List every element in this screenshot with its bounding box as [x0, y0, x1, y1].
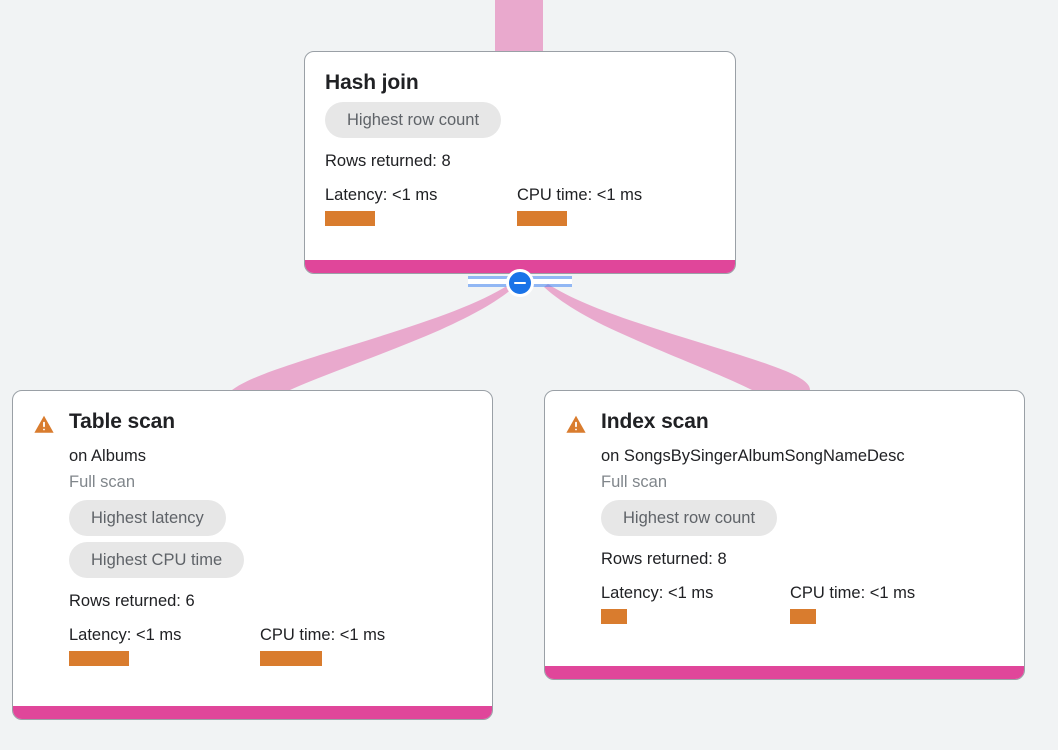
node-chip-row: Highest row count [325, 102, 715, 144]
metric-cpu-time: CPU time: <1 ms [260, 625, 385, 666]
node-chip-row: Highest latency Highest CPU time [69, 500, 472, 584]
node-card-body: Index scan on SongsBySingerAlbumSongName… [545, 391, 1024, 679]
node-header: Hash join Highest row count Rows returne… [325, 70, 715, 226]
metric-latency: Latency: <1 ms [69, 625, 260, 666]
node-card-hash-join[interactable]: Hash join Highest row count Rows returne… [304, 51, 736, 274]
node-metrics: Latency: <1 ms CPU time: <1 ms [325, 185, 715, 226]
metric-cpu-time-bar [260, 651, 322, 666]
metric-latency-label: Latency: <1 ms [69, 626, 182, 644]
node-subtitle: on SongsBySingerAlbumSongNameDesc [601, 447, 905, 465]
node-card-index-scan[interactable]: Index scan on SongsBySingerAlbumSongName… [544, 390, 1025, 680]
node-title: Hash join [325, 71, 419, 94]
rows-returned-label: Rows returned: 8 [601, 550, 727, 568]
rows-returned-label: Rows returned: 8 [325, 152, 451, 170]
badge-highest-cpu-time[interactable]: Highest CPU time [69, 542, 245, 578]
flow-edge-parent [495, 0, 543, 54]
collapse-minus-button[interactable] [506, 269, 534, 297]
metric-latency-label: Latency: <1 ms [601, 584, 714, 602]
flow-edge-to-index-scan [544, 284, 810, 390]
node-card-table-scan[interactable]: Table scan on Albums Full scan Highest l… [12, 390, 493, 720]
badge-highest-row-count[interactable]: Highest row count [325, 102, 502, 138]
node-accent-bar [545, 666, 1024, 679]
minus-icon [514, 281, 526, 285]
metric-cpu-time: CPU time: <1 ms [790, 583, 915, 624]
rows-returned-label: Rows returned: 6 [69, 592, 195, 610]
node-header: Table scan on Albums Full scan Highest l… [33, 409, 472, 666]
node-scan-type: Full scan [601, 473, 668, 491]
metric-latency: Latency: <1 ms [325, 185, 517, 226]
metric-latency-bar [325, 211, 375, 226]
metric-latency-label: Latency: <1 ms [325, 186, 438, 204]
warning-triangle-icon [33, 413, 55, 435]
node-chip-row: Highest row count [601, 500, 1004, 542]
node-metrics: Latency: <1 ms CPU time: <1 ms [601, 583, 1004, 624]
warning-triangle-icon [565, 413, 587, 435]
node-scan-type: Full scan [69, 473, 136, 491]
metric-cpu-time-label: CPU time: <1 ms [517, 186, 643, 204]
node-title: Index scan [601, 410, 709, 433]
node-card-body: Hash join Highest row count Rows returne… [305, 52, 735, 273]
metric-cpu-time-bar [517, 211, 567, 226]
badge-highest-row-count[interactable]: Highest row count [601, 500, 778, 536]
flow-edge-to-table-scan [232, 284, 514, 390]
badge-highest-latency[interactable]: Highest latency [69, 500, 226, 536]
node-accent-bar [305, 260, 735, 273]
metric-cpu-time-bar [790, 609, 816, 624]
collapse-node-toggle[interactable] [468, 269, 572, 297]
metric-cpu-time-label: CPU time: <1 ms [260, 626, 386, 644]
metric-latency: Latency: <1 ms [601, 583, 790, 624]
metric-cpu-time: CPU time: <1 ms [517, 185, 642, 226]
node-metrics: Latency: <1 ms CPU time: <1 ms [69, 625, 472, 666]
node-card-body: Table scan on Albums Full scan Highest l… [13, 391, 492, 719]
metric-latency-bar [69, 651, 129, 666]
node-accent-bar [13, 706, 492, 719]
metric-latency-bar [601, 609, 627, 624]
node-subtitle: on Albums [69, 447, 147, 465]
node-header: Index scan on SongsBySingerAlbumSongName… [565, 409, 1004, 624]
node-title: Table scan [69, 410, 175, 433]
metric-cpu-time-label: CPU time: <1 ms [790, 584, 916, 602]
